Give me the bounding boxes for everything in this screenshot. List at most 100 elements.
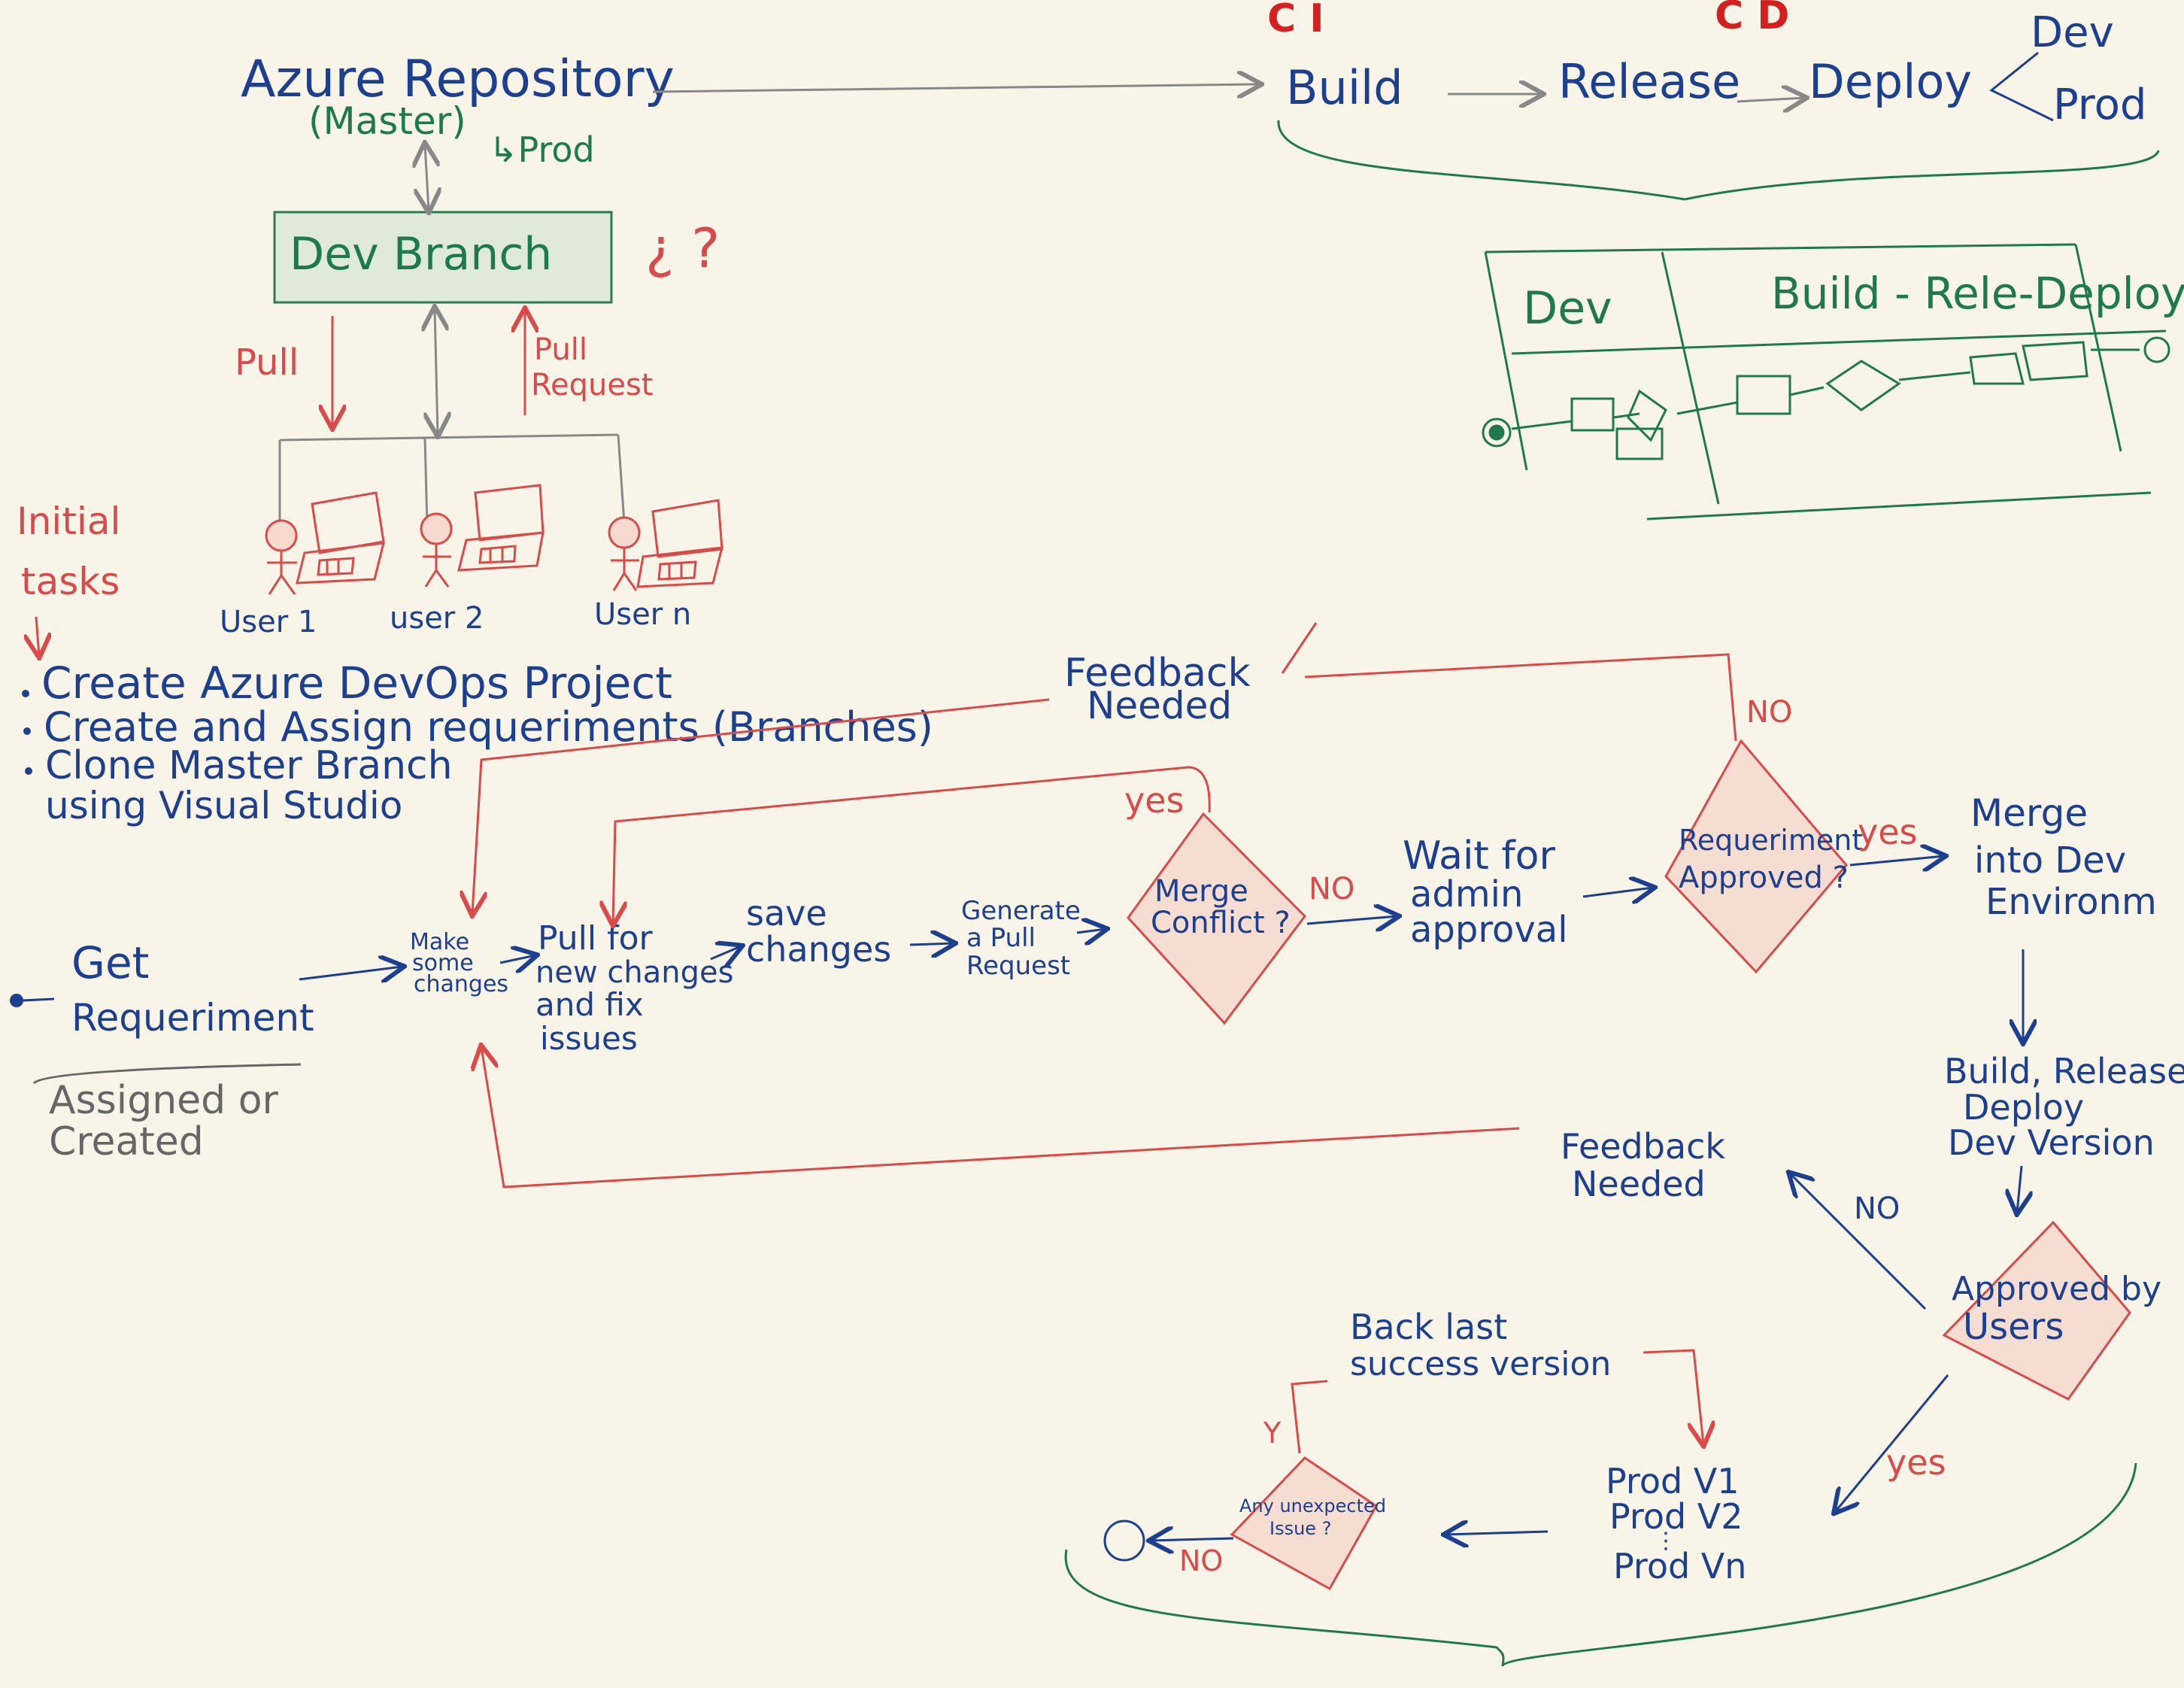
req-approved-diamond[interactable]	[1664, 739, 1848, 974]
merge-conflict-2: Conflict ?	[1151, 906, 1291, 940]
wait-admin-3: approval	[1410, 909, 1568, 951]
arrow-prod-to-unexpected	[1445, 1532, 1549, 1535]
task-item-4: using Visual Studio	[45, 784, 402, 827]
merge-conflict-diamond[interactable]	[1127, 812, 1306, 1025]
feedback-top-tick	[1281, 622, 1318, 674]
unexpected-2: Issue ?	[1269, 1518, 1331, 1539]
pull-new-2: new changes	[535, 955, 733, 990]
merge-no-label: NO	[1309, 872, 1354, 906]
arrow-merge-yes-loop	[613, 766, 1211, 924]
make-changes-2: some	[412, 950, 474, 976]
save-changes-2: changes	[746, 929, 891, 970]
make-changes-3: changes	[414, 971, 508, 997]
prod-dots: ⋮	[1655, 1528, 1677, 1554]
start-line	[22, 997, 55, 1002]
repo-title: Azure Repository	[241, 50, 675, 109]
pipeline-release: Release	[1558, 54, 1740, 109]
approved-yes-label: yes	[1886, 1442, 1946, 1483]
generate-pr-3: Request	[966, 951, 1070, 981]
assigned-divider	[32, 1063, 302, 1085]
users-tree	[278, 433, 626, 527]
repo-master: (Master)	[308, 99, 466, 143]
merge-yes-label: yes	[1124, 780, 1185, 821]
arrow-merge-no	[1306, 916, 1397, 924]
task-bullets	[22, 690, 32, 775]
arrow-req-no-feedback	[1304, 653, 1737, 742]
dev-branch-box[interactable]	[273, 211, 613, 304]
initial-tasks-arrow	[36, 616, 39, 656]
pull-request-line1: Pull	[534, 332, 587, 367]
wait-admin-2: admin	[1410, 873, 1523, 915]
merge-dev-3: Environm	[1985, 881, 2157, 923]
feedback-top-2: Needed	[1087, 684, 1232, 727]
arrow-generate-to-merge	[1076, 929, 1106, 933]
req-approved-1: Requeriment	[1679, 824, 1863, 857]
unexpected-1: Any unexpected	[1239, 1495, 1386, 1516]
arrow-approved-no	[1790, 1173, 1927, 1310]
arrow-approved-yes	[1835, 1374, 1949, 1512]
arrow-build-to-approved	[2017, 1165, 2022, 1213]
assigned-2: Created	[49, 1119, 204, 1164]
generate-pr-1: Generate	[961, 896, 1081, 926]
arrow-wait-to-req	[1582, 888, 1653, 897]
user-1-label: User 1	[220, 605, 317, 639]
prod-v1: Prod V1	[1606, 1461, 1740, 1501]
user-n-figure	[608, 499, 723, 591]
approved-users-diamond[interactable]	[1942, 1220, 2131, 1401]
user-2-figure	[420, 484, 544, 587]
dev-branch-label: Dev Branch	[290, 228, 552, 281]
feedback-top-1: Feedback	[1064, 651, 1251, 696]
unexpected-y-label: Y	[1263, 1416, 1282, 1450]
initial-tasks-heading-2: tasks	[21, 560, 120, 603]
user-2-label: user 2	[390, 601, 484, 636]
arrow-unexpected-no	[1151, 1538, 1234, 1541]
repo-prod: ↳Prod	[489, 129, 595, 170]
deploy-split	[1989, 51, 2054, 122]
generate-pr-2: a Pull	[966, 923, 1036, 953]
pipeline-prod: Prod	[2053, 80, 2146, 129]
task-item-1: Create Azure DevOps Project	[41, 657, 672, 709]
wait-admin-1: Wait for	[1403, 833, 1555, 879]
unexpected-diamond[interactable]	[1230, 1456, 1378, 1591]
pull-new-1: Pull for	[538, 919, 653, 958]
arrow-save-to-generate	[909, 943, 954, 945]
task-item-3: Clone Master Branch	[45, 743, 453, 788]
approved-no-label: NO	[1854, 1192, 1900, 1226]
arrow-dev-users	[435, 308, 438, 435]
arrow-pull-to-save	[710, 946, 741, 959]
arrow-y-to-back	[1291, 1380, 1328, 1454]
pull-new-4: issues	[540, 1020, 638, 1057]
get-req-2: Requeriment	[71, 996, 314, 1040]
make-changes-1: Make	[410, 929, 469, 955]
req-yes-label: yes	[1858, 812, 1918, 852]
feedback-bottom-2: Needed	[1572, 1164, 1706, 1204]
arrow-make-to-pull	[499, 955, 535, 963]
cd-label: C D	[1715, 0, 1789, 38]
get-req-1: Get	[71, 937, 149, 988]
arrow-get-to-make	[299, 967, 402, 979]
arrow-req-yes	[1849, 856, 1944, 865]
merge-dev-1: Merge	[1970, 791, 2088, 835]
req-approved-2: Approved ?	[1679, 861, 1849, 895]
pipeline-brace	[1277, 120, 2160, 201]
user-n-label: User n	[594, 597, 691, 632]
back-last-2: success version	[1350, 1345, 1611, 1383]
arrow-repo-to-build	[652, 84, 1260, 92]
approved-users-2: Users	[1963, 1306, 2064, 1348]
merge-conflict-1: Merge	[1154, 874, 1248, 909]
pull-request-line2: Request	[531, 368, 653, 402]
pull-label: Pull	[235, 342, 299, 384]
unexpected-no-label: NO	[1179, 1544, 1223, 1577]
ci-label: C I	[1267, 0, 1324, 41]
dev-branch-question: ¿ ?	[645, 217, 720, 280]
arrow-back-to-prod	[1643, 1349, 1703, 1444]
swimlane-sketch	[1482, 243, 2170, 521]
assigned-1: Assigned or	[49, 1078, 279, 1123]
arrow-repo-dev	[425, 144, 429, 211]
user-1-figure	[265, 491, 385, 595]
pull-new-3: and fix	[535, 986, 644, 1023]
pipeline-build: Build	[1286, 60, 1403, 115]
prod-vn: Prod Vn	[1613, 1546, 1746, 1586]
approved-users-1: Approved by	[1952, 1270, 2161, 1308]
